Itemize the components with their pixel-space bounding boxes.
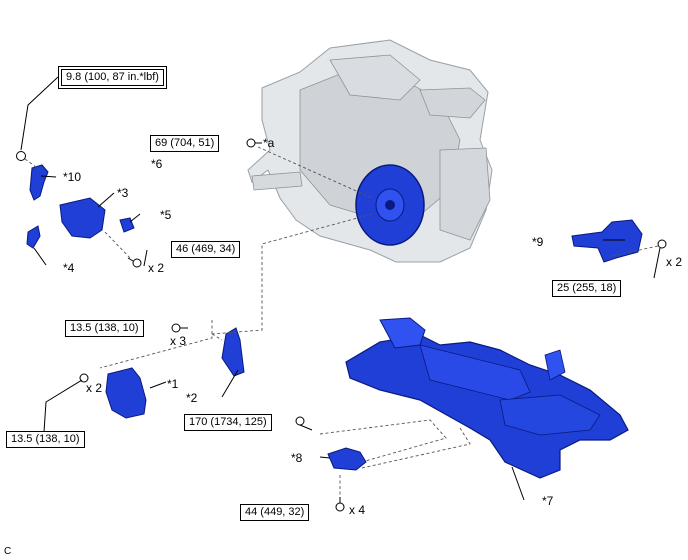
quantity-part1-bolts: x 2: [86, 381, 103, 395]
torque-spec-bolt-part9: 25 (255, 18): [552, 280, 622, 297]
blue-part-2: [221, 327, 245, 377]
drive-plate-flywheel: [355, 164, 425, 246]
torque-spec-nut-part10: 9.8 (100, 87 in.*lbf): [58, 66, 167, 89]
callout-6: *6: [151, 157, 163, 171]
callout-8: *8: [291, 451, 303, 465]
callout-1: *1: [167, 377, 179, 391]
torque-spec-bolt-a: 69 (704, 51): [150, 135, 220, 152]
blue-part-10: [29, 164, 49, 201]
corner-mark: C: [4, 546, 12, 557]
blue-part-8: [327, 447, 367, 471]
torque-spec-bolt-part2: 13.5 (138, 10): [65, 320, 144, 337]
callout-3: *3: [117, 186, 129, 200]
bolt-icon: [295, 416, 305, 426]
quantity-part2-bolts: x 3: [170, 334, 187, 348]
blue-part-9: [571, 219, 643, 263]
bolt-icon: [246, 138, 256, 148]
quantity-part8-bolts: x 4: [349, 503, 366, 517]
torque-spec-bolt-part1: 13.5 (138, 10): [6, 431, 85, 448]
engine-assembly: [247, 39, 493, 263]
torque-spec-bolt-part3: 46 (469, 34): [171, 241, 241, 258]
front-frame-assembly: [345, 317, 629, 479]
callout-10: *10: [63, 170, 82, 184]
blue-part-3: [59, 197, 106, 239]
blue-part-4: [26, 225, 41, 249]
quantity-part9-bolts: x 2: [666, 255, 683, 269]
quantity-part3-bolts: x 2: [148, 261, 165, 275]
callout-7: *7: [542, 494, 554, 508]
blue-part-1: [105, 367, 147, 419]
assembly-dashed-lines: [24, 146, 659, 495]
torque-spec-bolt-frame: 170 (1734, 125): [184, 414, 272, 431]
leader-lines: [20, 76, 661, 501]
callout-5: *5: [160, 208, 172, 222]
torque-spec-bolt-part8: 44 (449, 32): [240, 504, 310, 521]
nut-icon: [16, 151, 26, 161]
bolt-icon: [171, 323, 181, 333]
callout-2: *2: [186, 391, 198, 405]
callout-9: *9: [532, 235, 544, 249]
bolt-icon: [657, 239, 667, 249]
callout-a: *a: [263, 136, 275, 150]
bolt-icon: [335, 502, 345, 512]
callout-4: *4: [63, 261, 75, 275]
bolt-icon: [132, 258, 142, 268]
fasteners: [16, 138, 667, 512]
